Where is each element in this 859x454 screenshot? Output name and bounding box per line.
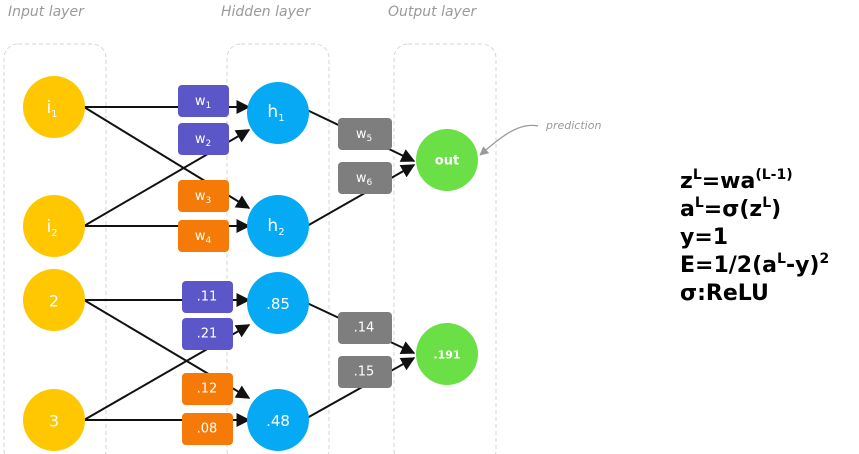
output-layer-box: [393, 43, 497, 454]
weight-value-2: .21: [197, 327, 218, 342]
weight-value-6: .15: [354, 365, 375, 380]
input-node-1-label: i1: [46, 98, 57, 120]
weight-label-w6: w6: [356, 171, 373, 189]
hidden-layer-box: [226, 43, 330, 454]
input-node-1: [23, 76, 85, 138]
weight-box-w2: [178, 123, 229, 155]
hidden-node-value-2-label: .48: [266, 412, 290, 430]
weight-label-w2: w2: [195, 132, 211, 150]
formula-y: y=1: [680, 225, 729, 250]
hidden-layer-title: Hidden layer: [221, 4, 311, 20]
input-node-value-1-label: 2: [49, 292, 59, 311]
output-node: [416, 129, 478, 191]
output-layer-title: Output layer: [388, 4, 477, 20]
weight-box-value-1: [182, 281, 233, 313]
weight-box-value-6: [338, 356, 392, 388]
hidden-node-2-label: h2: [267, 216, 284, 238]
input-node-value-2-label: 3: [49, 412, 59, 431]
hidden-node-value-1: [247, 272, 309, 334]
hidden-node-1: [247, 82, 309, 144]
formula-activation: σ:ReLU: [680, 281, 769, 306]
weight-label-w5: w5: [356, 127, 372, 145]
weight-box-w4: [178, 220, 229, 252]
prediction-label: prediction: [545, 119, 601, 132]
input-layer-box: [3, 43, 107, 454]
input-node-value-2: [23, 389, 85, 451]
hidden-node-2: [247, 195, 309, 257]
prediction-arrow: [479, 124, 539, 156]
weight-box-w5: [338, 118, 392, 150]
formula-a: aL=σ(zL): [680, 195, 782, 222]
hidden-node-1-label: h1: [267, 102, 284, 124]
weight-label-w3: w3: [195, 189, 211, 207]
edge-h2-out: [306, 164, 416, 227]
formulas-panel: zL=wa(L-1) aL=σ(zL) y=1 E=1/2(aL-y)2 σ:R…: [680, 168, 829, 308]
output-node-label: out: [435, 154, 459, 169]
hidden-node-value-1-label: .85: [266, 295, 290, 313]
weight-box-w1: [178, 85, 229, 117]
formula-z: zL=wa(L-1): [680, 167, 793, 194]
weight-value-5: .14: [354, 321, 375, 336]
weight-box-w3: [178, 180, 229, 212]
input-node-2: [23, 195, 85, 257]
symbolic-network: i1 i2 h1 h2 out w1 w2 w3 w4 w5 w6 predic…: [23, 76, 601, 257]
input-node-2-label: i2: [46, 217, 57, 239]
input-node-value-1: [23, 269, 85, 331]
hidden-node-value-2: [247, 389, 309, 451]
numeric-network: 2 3 .85 .48 .191 .11 .21 .12 .08 .14 .15: [23, 269, 478, 451]
weight-label-w4: w4: [195, 229, 212, 247]
input-layer-title: Input layer: [8, 4, 85, 20]
output-node-value: [416, 323, 478, 385]
weight-value-3: .12: [197, 382, 218, 397]
weight-value-4: .08: [197, 422, 218, 437]
weight-box-value-3: [182, 373, 233, 405]
weight-value-1: .11: [197, 290, 218, 305]
formula-error: E=1/2(aL-y)2: [680, 251, 830, 278]
weight-box-value-4: [182, 413, 233, 445]
weight-box-w6: [338, 162, 392, 194]
weight-box-value-2: [182, 318, 233, 350]
weight-label-w1: w1: [195, 94, 211, 112]
weight-box-value-5: [338, 312, 392, 344]
output-node-value-label: .191: [433, 349, 460, 362]
